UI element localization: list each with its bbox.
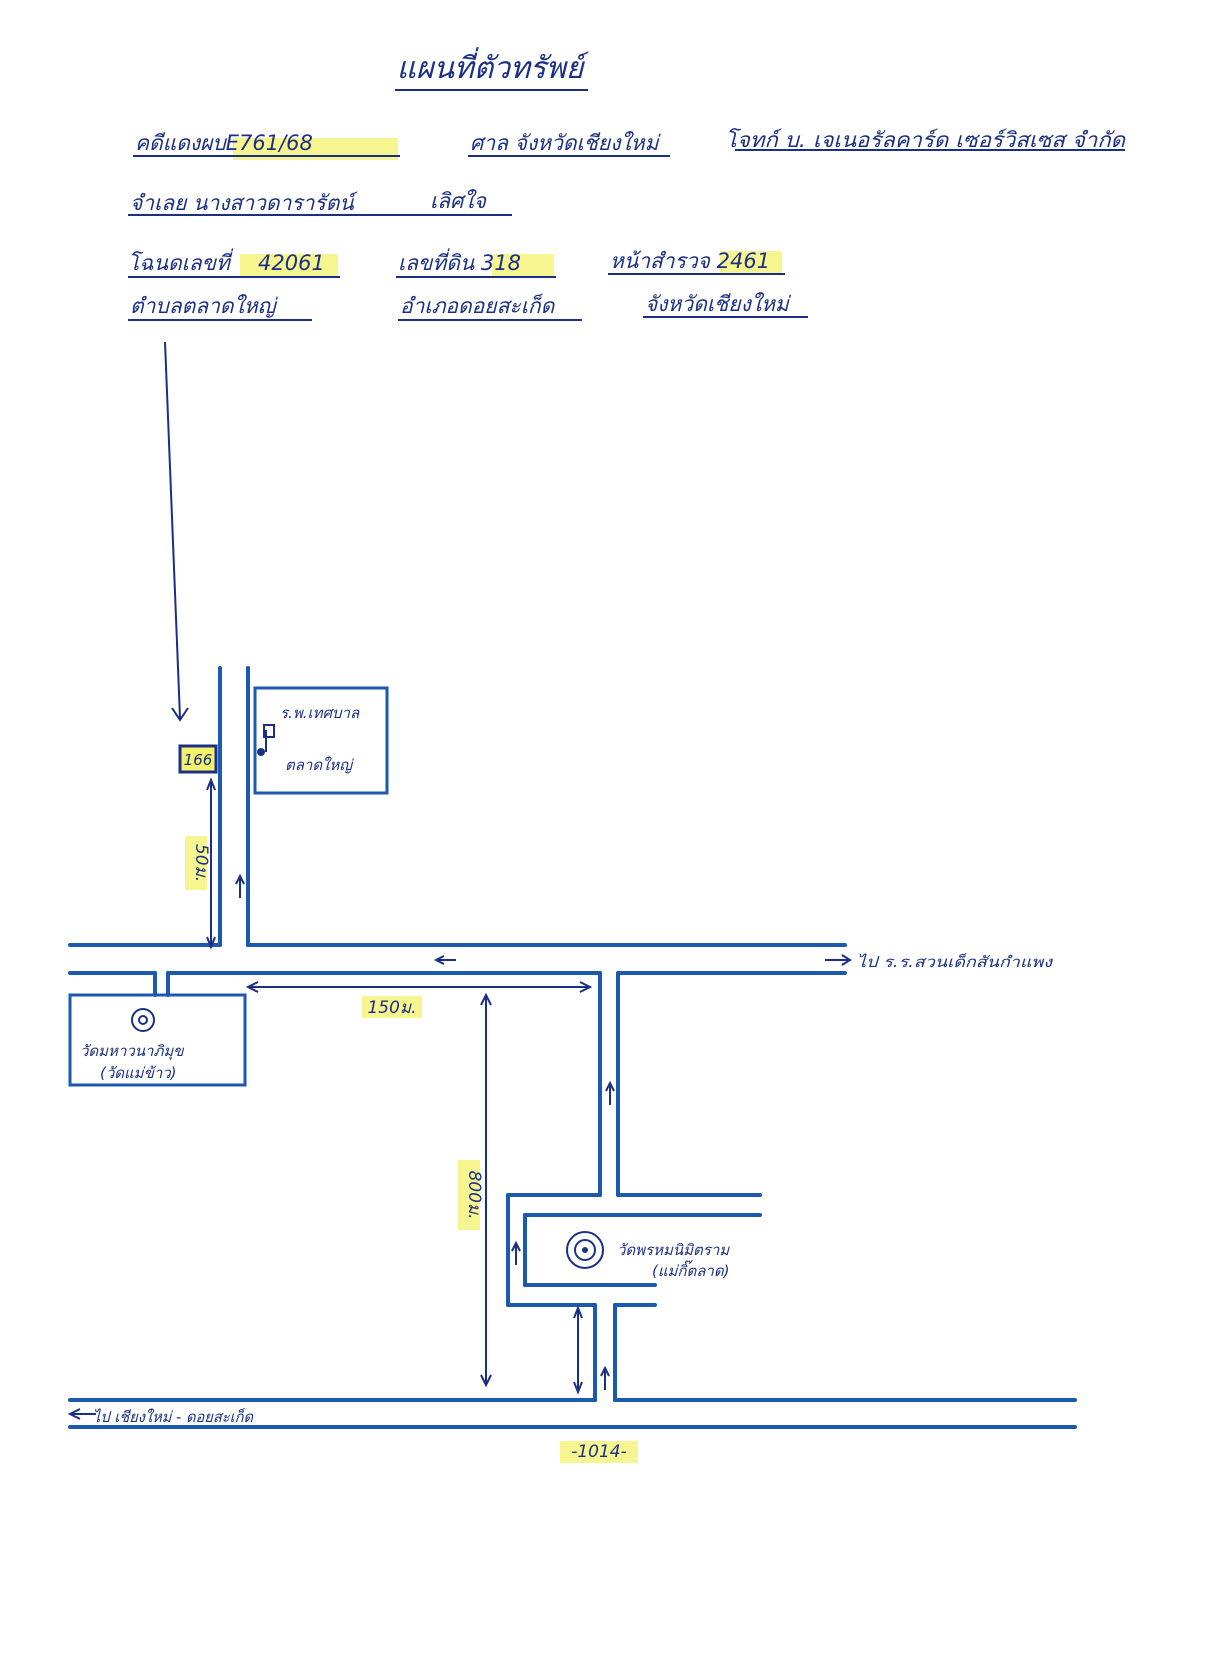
case-number-highlight [233,138,398,160]
north-distance-highlight [185,836,207,890]
map-title: แผนที่ตัวทรัพย์ [397,47,590,86]
temple-right-label-2: (แม่กิ๊ตลาด) [652,1260,729,1280]
hospital-icon [257,724,275,756]
temple-left-icon [131,1008,155,1032]
traffic-arrow-lower-link [600,1365,610,1390]
road-number: -1014- [571,1442,627,1462]
hospital-label-1: ร.พ.เทศบาล [280,704,360,722]
temple-right-icon [566,1231,604,1269]
deed-number: 42061 [258,251,325,275]
traffic-arrow-south-street [605,1080,615,1105]
east-distance-dimension [245,981,593,993]
east-direction-arrow [825,954,852,966]
north-distance-dimension [206,777,216,950]
south-distance-highlight [458,1160,480,1230]
road-number-highlight [560,1441,638,1463]
plaintiff-name: โจทก์ บ. เจเนอรัลคาร์ด เซอร์วิสเซส จำกัด [725,128,1126,152]
defendant-name: จำเลย นางสาวดารารัตน์ [130,191,358,215]
traffic-arrow-north-street [235,873,245,898]
temple-left-label-2: (วัดแม่ข้าว) [100,1064,177,1082]
traffic-arrow-main-road [433,955,456,965]
east-distance-label: 150ม. [367,998,416,1018]
west-direction-label: ไป เชียงใหม่ - ดอยสะเก็ด [93,1408,254,1426]
temple-left-block [68,993,247,1087]
land-number: เลขที่ดิน 318 [398,248,521,275]
land-number-highlight [492,254,554,276]
east-direction-label: ไป ร.ร.สวนเด็กสันกำแพง [857,953,1054,971]
traffic-arrow-loop [511,1240,521,1265]
hospital-block [253,686,389,795]
east-distance-highlight [362,996,422,1018]
case-number: คดีแดงผบE761/68 [135,131,313,155]
subdistrict: ตำบลตลาดใหญ่ [130,294,279,318]
hospital-label-2: ตลาดใหญ่ [285,756,354,774]
lower-link-dimension [573,1305,583,1395]
survey-number: หน้าสำรวจ 2461 [610,249,770,273]
province: จังหวัดเชียงใหม่ [645,292,792,316]
deed-label: โฉนดเลขที่ [128,248,234,275]
south-distance-label: 800ม. [464,1170,484,1219]
pointer-arrow [164,341,181,719]
property-plot-number: 166 [184,751,213,769]
south-distance-dimension [480,992,492,1388]
pointer-arrowhead [171,707,189,722]
defendant-surname: เลิศใจ [430,189,488,213]
court-name: ศาล จังหวัดเชียงใหม่ [470,131,661,155]
deed-number-highlight [240,254,338,276]
property-plot [178,744,218,774]
west-direction-arrow [67,1408,96,1420]
north-distance-label: 50ม. [191,844,211,882]
survey-number-highlight [720,251,782,273]
temple-left-label-1: วัดมหาวนาภิมุข [80,1042,184,1060]
temple-right-label-1: วัดพรหมนิมิตราม [617,1241,730,1259]
district: อำเภอดอยสะเก็ด [400,293,556,318]
